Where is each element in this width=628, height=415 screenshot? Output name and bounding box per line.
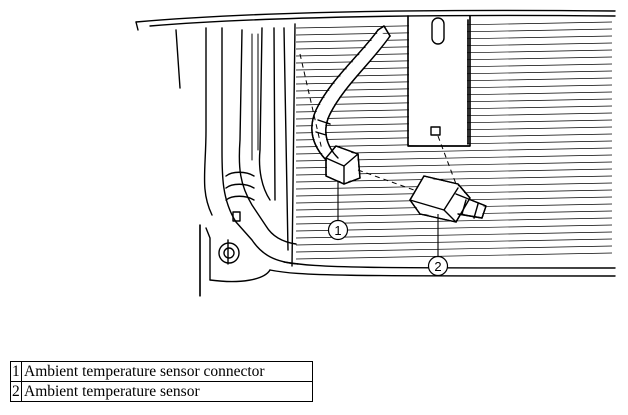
hood-edge-outer	[135, 9, 616, 23]
guide-line-harness	[299, 53, 323, 151]
guide-line-connector	[357, 169, 415, 191]
hood-edge-inner	[149, 14, 616, 27]
sensor-installation-diagram: 1 2	[135, 9, 616, 297]
pillar-outline	[175, 29, 181, 89]
legend-number: 1	[10, 361, 22, 382]
legend-row: 2 Ambient temperature sensor	[10, 381, 313, 402]
mounting-hole	[218, 242, 240, 264]
legend-table: 1 Ambient temperature sensor connector 2…	[10, 361, 313, 402]
legend-description: Ambient temperature sensor connector	[21, 361, 313, 382]
callout-1: 1	[327, 219, 349, 241]
legend-description: Ambient temperature sensor	[21, 381, 313, 402]
legend-number: 2	[10, 381, 22, 402]
legend-row: 1 Ambient temperature sensor connector	[10, 361, 313, 382]
callout-2: 2	[427, 255, 449, 277]
callout-1-number: 1	[334, 223, 341, 238]
callout-2-number: 2	[434, 259, 441, 274]
